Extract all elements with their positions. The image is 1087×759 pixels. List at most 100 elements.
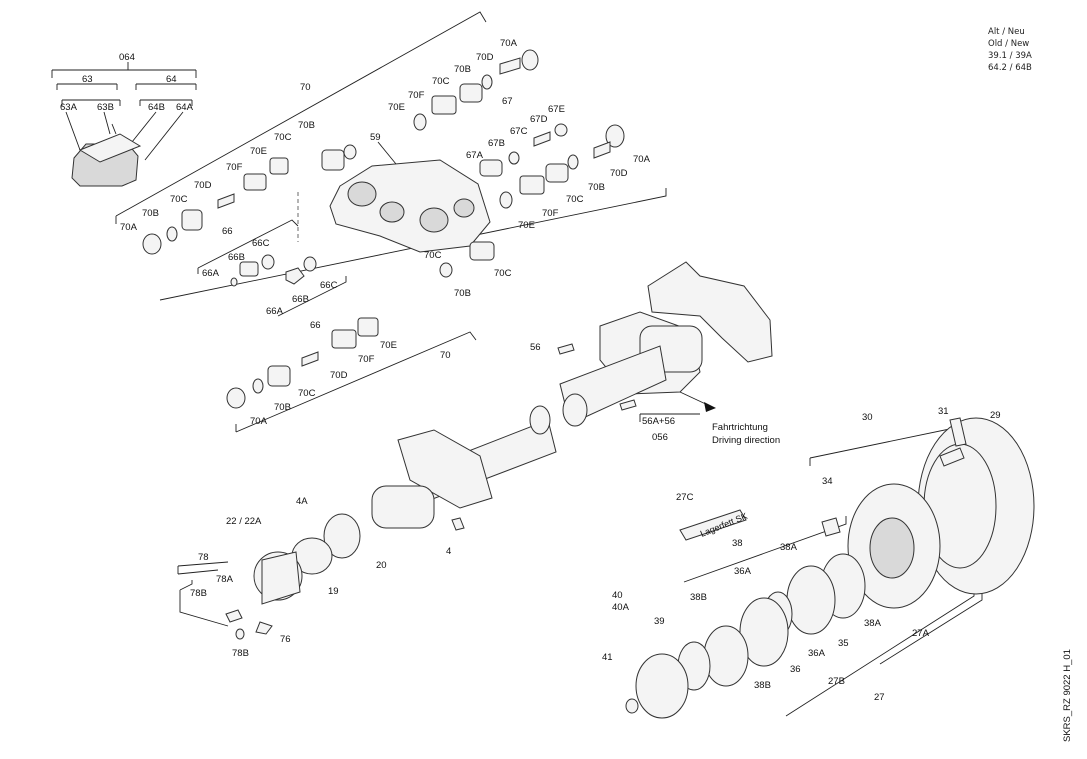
label-70E-low: 70E xyxy=(380,340,397,351)
label-38B: 38B xyxy=(690,592,707,603)
label-70C-b: 70C xyxy=(424,250,442,261)
label-27: 27 xyxy=(874,692,885,703)
label-70E-r: 70E xyxy=(518,220,535,231)
label-39: 39 xyxy=(654,616,665,627)
label-41: 41 xyxy=(602,652,613,663)
label-4: 4 xyxy=(446,546,451,557)
direction-en: Driving direction xyxy=(712,435,780,446)
label-27B: 27B xyxy=(828,676,845,687)
label-70B-low: 70B xyxy=(274,402,291,413)
label-70E: 70E xyxy=(388,102,405,113)
label-35: 35 xyxy=(838,638,849,649)
legend-line-3: 39.1 / 39A xyxy=(988,51,1032,61)
label-38A: 38A xyxy=(780,542,798,553)
lower-guide-pin-parts xyxy=(226,317,477,433)
label-70D-l: 70D xyxy=(194,180,212,191)
label-66: 66 xyxy=(222,226,233,237)
label-064: 064 xyxy=(119,52,135,63)
label-70F-l: 70F xyxy=(226,162,243,173)
label-20: 20 xyxy=(376,560,387,571)
label-70C-l1: 70C xyxy=(274,132,292,143)
label-40A: 40A xyxy=(612,602,630,613)
label-70-mid: 70 xyxy=(440,350,451,361)
label-27A: 27A xyxy=(912,628,930,639)
direction-de: Fahrtrichtung xyxy=(712,422,768,433)
label-056: 056 xyxy=(652,432,668,443)
label-67B: 67B xyxy=(488,138,505,149)
drawing-id: SKRS_RZ 9022 H_01 xyxy=(1062,649,1073,742)
label-38A-2: 38A xyxy=(864,618,882,629)
label-70C-low: 70C xyxy=(298,388,316,399)
label-66A-2: 66A xyxy=(266,306,284,317)
label-70: 70 xyxy=(300,82,311,93)
label-67A: 67A xyxy=(466,150,484,161)
label-70F-low: 70F xyxy=(358,354,375,365)
label-38B-2: 38B xyxy=(754,680,771,691)
label-70C-r: 70C xyxy=(566,194,584,205)
label-66C-2: 66C xyxy=(320,280,338,291)
label-59: 59 xyxy=(370,132,381,143)
label-70F-r: 70F xyxy=(542,208,559,219)
label-56: 56 xyxy=(530,342,541,353)
label-63B: 63B xyxy=(97,102,114,113)
upper-guide-pin-parts xyxy=(413,49,625,278)
label-70A-low: 70A xyxy=(250,416,268,427)
label-66B: 66B xyxy=(228,252,245,263)
label-70B-l: 70B xyxy=(298,120,315,131)
label-36: 36 xyxy=(790,664,801,675)
revision-legend: Alt / Neu Old / New 39.1 / 39A 64.2 / 64… xyxy=(988,27,1032,73)
label-4A: 4A xyxy=(296,496,308,507)
caliper-repair-kit-box xyxy=(115,11,667,301)
label-78: 78 xyxy=(198,552,209,563)
label-38: 38 xyxy=(732,538,743,549)
label-19: 19 xyxy=(328,586,339,597)
label-70A-r: 70A xyxy=(633,154,651,165)
label-70E-l: 70E xyxy=(250,146,267,157)
label-70B-l2: 70B xyxy=(142,208,159,219)
label-30: 30 xyxy=(862,412,873,423)
brake-pad-set xyxy=(51,62,197,187)
label-70D: 70D xyxy=(476,52,494,63)
label-66A: 66A xyxy=(202,268,220,279)
left-guide-pin-parts xyxy=(142,144,357,255)
adjuster-parts-66 xyxy=(197,219,347,317)
label-70C: 70C xyxy=(432,76,450,87)
label-76: 76 xyxy=(280,634,291,645)
label-67C: 67C xyxy=(510,126,528,137)
hub-brake-disc-assembly xyxy=(625,417,1035,719)
label-78A: 78A xyxy=(216,574,234,585)
legend-line-1: Alt / Neu xyxy=(988,27,1025,37)
label-67E: 67E xyxy=(548,104,565,115)
label-70A-l: 70A xyxy=(120,222,138,233)
axle-beam-assembly xyxy=(177,261,773,640)
label-64: 64 xyxy=(166,74,177,85)
label-64B: 64B xyxy=(148,102,165,113)
label-36A-2: 36A xyxy=(808,648,826,659)
label-70B: 70B xyxy=(454,64,471,75)
caliper-body xyxy=(329,141,491,253)
label-40: 40 xyxy=(612,590,623,601)
legend-line-2: Old / New xyxy=(988,39,1029,49)
label-34: 34 xyxy=(822,476,833,487)
label-66C: 66C xyxy=(252,238,270,249)
label-63A: 63A xyxy=(60,102,78,113)
reference-labels: 064 63 64 63A 63B 64B 64A 70 70A 70D 70B… xyxy=(60,38,1001,703)
label-78B-2: 78B xyxy=(232,648,249,659)
label-70B-b: 70B xyxy=(454,288,471,299)
label-70D-low: 70D xyxy=(330,370,348,381)
label-78B: 78B xyxy=(190,588,207,599)
label-36A: 36A xyxy=(734,566,752,577)
label-70D-r: 70D xyxy=(610,168,628,179)
label-66-2: 66 xyxy=(310,320,321,331)
legend-line-4: 64.2 / 64B xyxy=(988,63,1032,73)
label-31: 31 xyxy=(938,406,949,417)
label-70C-c: 70C xyxy=(494,268,512,279)
label-70B-r: 70B xyxy=(588,182,605,193)
label-67D: 67D xyxy=(530,114,548,125)
label-64A: 64A xyxy=(176,102,194,113)
label-27C: 27C xyxy=(676,492,694,503)
label-66B-2: 66B xyxy=(292,294,309,305)
label-70F: 70F xyxy=(408,90,425,101)
